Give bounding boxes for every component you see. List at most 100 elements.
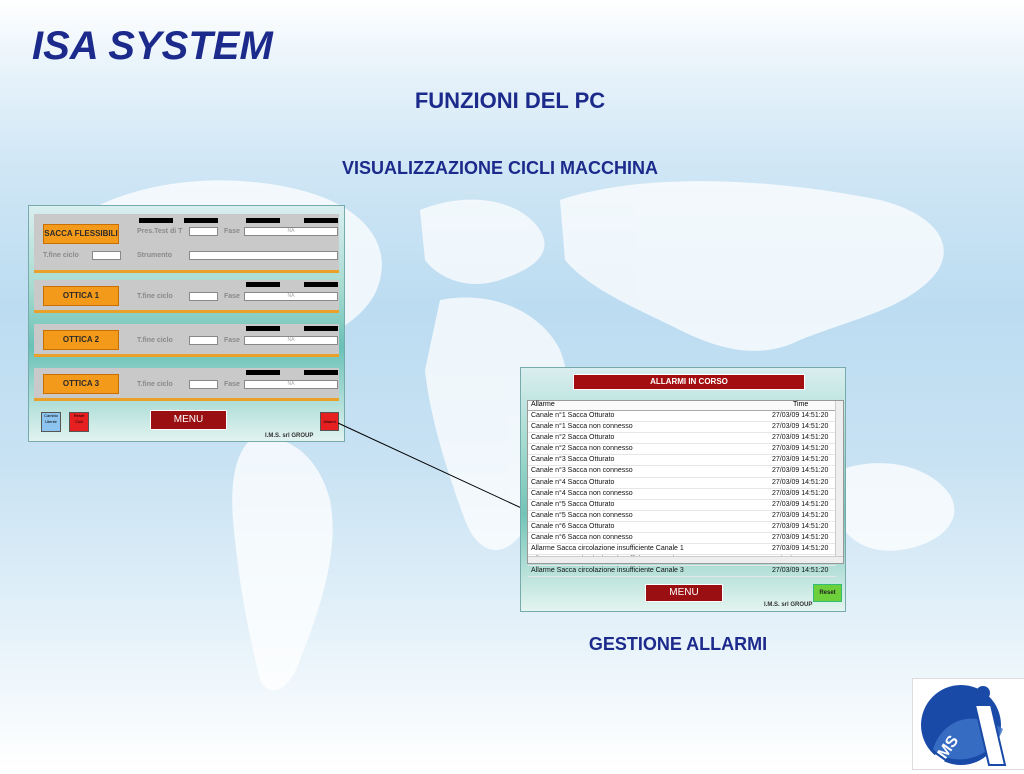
alarm-time: 27/03/09 14:51:20: [772, 434, 829, 442]
table-row[interactable]: Canale n°4 Sacca non connesso 27/03/09 14…: [528, 489, 836, 500]
fase-field: NA: [244, 336, 338, 345]
cycles-screenshot: SACCA FLESSIBILI Pres.Test di T Fase NA …: [28, 205, 345, 442]
alarms-screenshot: ALLARMI IN CORSO Allarme Time Canale n°1…: [520, 367, 846, 612]
strumento-label: Strumento: [137, 252, 172, 259]
alarms-list-header: Allarme Time: [528, 401, 836, 411]
indicator: [246, 370, 280, 375]
alarm-text: Canale n°4 Sacca Otturato: [531, 478, 615, 486]
table-row[interactable]: Canale n°1 Sacca non connesso 27/03/09 14…: [528, 422, 836, 434]
ottica-1-button[interactable]: OTTICA 1: [43, 286, 119, 306]
section-title-alarms: GESTIONE ALLARMI: [588, 634, 768, 654]
alarm-time: 27/03/09 14:51:20: [772, 522, 829, 530]
ims-logo: IMS: [912, 678, 1024, 770]
alarm-text: Allarme Sacca circolazione insufficiente…: [531, 545, 684, 553]
menu-button[interactable]: MENU: [645, 584, 723, 602]
table-row[interactable]: Canale n°1 Sacca Otturato 27/03/09 14:51:…: [528, 411, 836, 423]
tfine-label: T.fine ciclo: [137, 293, 173, 300]
fase-field: NA: [244, 380, 338, 389]
horizontal-scrollbar[interactable]: [528, 556, 843, 563]
ottica-3-panel: OTTICA 3 T.fine ciclo Fase NA: [34, 368, 339, 401]
pres-test-label: Pres.Test di T: [137, 228, 183, 235]
pres-test-field: [189, 227, 218, 236]
tfine-label: T.fine ciclo: [43, 252, 79, 259]
alarm-text: Canale n°2 Sacca non connesso: [531, 445, 633, 453]
alarm-time: 27/03/09 14:51:20: [772, 456, 829, 464]
table-row[interactable]: Canale n°3 Sacca non connesso 27/03/09 14…: [528, 466, 836, 478]
alarm-text: Canale n°6 Sacca non connesso: [531, 534, 633, 542]
table-row[interactable]: Canale n°6 Sacca non connesso 27/03/09 14…: [528, 533, 836, 545]
alarms-rows: Canale n°1 Sacca Otturato 27/03/09 14:51:…: [528, 411, 836, 578]
ottica-2-panel: OTTICA 2 T.fine ciclo Fase NA: [34, 324, 339, 357]
sacca-flessibili-button[interactable]: SACCA FLESSIBILI: [43, 224, 119, 244]
alarms-header: ALLARMI IN CORSO: [573, 374, 805, 390]
ottica-2-button[interactable]: OTTICA 2: [43, 330, 119, 350]
tfine-field: [189, 292, 218, 301]
indicator: [304, 326, 338, 331]
indicator: [246, 282, 280, 287]
indicator: [246, 218, 280, 223]
menu-button[interactable]: MENU: [150, 410, 227, 430]
alarms-list: Allarme Time Canale n°1 Sacca Otturato 27…: [527, 400, 844, 578]
table-row[interactable]: Canale n°5 Sacca non connesso 27/03/09 14…: [528, 511, 836, 522]
alarm-text: Canale n°4 Sacca non connesso: [531, 489, 633, 497]
allarmi-button[interactable]: Allarmi: [320, 412, 339, 431]
alarm-text: Allarme Sacca circolazione insufficiente…: [531, 567, 684, 575]
tfine-field: [189, 380, 218, 389]
alarm-text: Canale n°1 Sacca non connesso: [531, 423, 633, 431]
table-row[interactable]: Canale n°2 Sacca non connesso 27/03/09 14…: [528, 444, 836, 456]
indicator: [304, 370, 338, 375]
indicator: [184, 218, 218, 223]
strumento-field: [189, 251, 338, 260]
vertical-scrollbar[interactable]: [835, 401, 843, 556]
alarm-text: Canale n°3 Sacca non connesso: [531, 467, 633, 475]
reset-button[interactable]: Reset: [813, 584, 842, 602]
fase-label: Fase: [224, 293, 240, 300]
fase-label: Fase: [224, 337, 240, 344]
alarm-time: 27/03/09 14:51:20: [772, 489, 829, 497]
table-row[interactable]: Canale n°6 Sacca Otturato 27/03/09 14:51:…: [528, 522, 836, 534]
alarm-time: 27/03/09 14:51:20: [772, 567, 829, 575]
ottica-3-button[interactable]: OTTICA 3: [43, 374, 119, 394]
tfine-label: T.fine ciclo: [137, 337, 173, 344]
alarm-text: Canale n°5 Sacca non connesso: [531, 511, 633, 519]
table-row[interactable]: Canale n°4 Sacca Otturato 27/03/09 14:51:…: [528, 478, 836, 489]
column-alarm[interactable]: Allarme: [531, 401, 555, 408]
reset-cicli-button[interactable]: Reset Cicli: [69, 412, 89, 432]
table-row[interactable]: Canale n°5 Sacca Otturato 27/03/09 14:51:…: [528, 500, 836, 511]
alarm-text: Canale n°5 Sacca Otturato: [531, 500, 615, 508]
alarm-text: Canale n°6 Sacca Otturato: [531, 522, 615, 530]
fase-field: NA: [244, 292, 338, 301]
sacca-panel: SACCA FLESSIBILI Pres.Test di T Fase NA …: [34, 214, 339, 273]
slide-title: ISA SYSTEM: [32, 24, 273, 68]
alarm-time: 27/03/09 14:51:20: [772, 511, 829, 519]
table-row[interactable]: Allarme Sacca circolazione insufficiente…: [528, 566, 836, 578]
alarm-time: 27/03/09 14:51:20: [772, 445, 829, 453]
column-time[interactable]: Time: [793, 401, 809, 408]
slide-subtitle: FUNZIONI DEL PC: [414, 88, 606, 113]
tfine-label: T.fine ciclo: [137, 381, 173, 388]
alarm-text: Canale n°3 Sacca Otturato: [531, 456, 615, 464]
indicator: [139, 218, 173, 223]
alarm-time: 27/03/09 14:51:20: [772, 478, 829, 486]
alarm-time: 27/03/09 14:51:20: [772, 467, 829, 475]
alarm-time: 27/03/09 14:51:20: [772, 534, 829, 542]
alarm-time: 27/03/09 14:51:20: [772, 412, 829, 419]
cambio-utente-button[interactable]: Cambio Utente: [41, 412, 61, 432]
section-title-cycles: VISUALIZZAZIONE CICLI MACCHINA: [342, 158, 658, 178]
table-row[interactable]: Allarme Sacca circolazione insufficiente…: [528, 544, 836, 556]
fase-field: NA: [244, 227, 338, 236]
table-row[interactable]: Canale n°2 Sacca Otturato 27/03/09 14:51:…: [528, 433, 836, 445]
table-row[interactable]: Canale n°3 Sacca Otturato 27/03/09 14:51:…: [528, 455, 836, 467]
alarm-time: 27/03/09 14:51:20: [772, 500, 829, 508]
alarm-text: Canale n°2 Sacca Otturato: [531, 434, 615, 442]
indicator: [246, 326, 280, 331]
alarm-time: 27/03/09 14:51:20: [772, 423, 829, 431]
alarm-text: Canale n°1 Sacca Otturato: [531, 412, 615, 419]
fase-label: Fase: [224, 381, 240, 388]
fase-label: Fase: [224, 228, 240, 235]
footer-brand: I.M.S. srl GROUP: [764, 602, 813, 608]
tfine-field: [189, 336, 218, 345]
tfine-field: [92, 251, 121, 260]
ottica-1-panel: OTTICA 1 T.fine ciclo Fase NA: [34, 280, 339, 313]
indicator: [304, 218, 338, 223]
